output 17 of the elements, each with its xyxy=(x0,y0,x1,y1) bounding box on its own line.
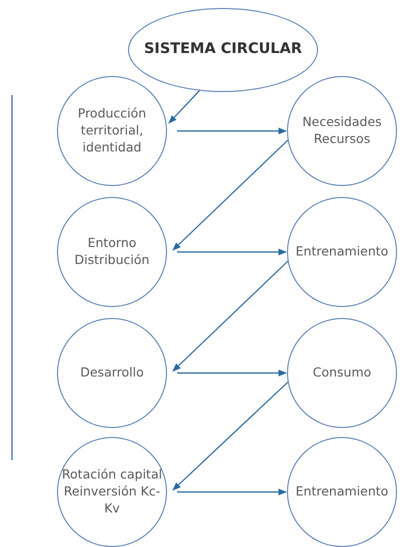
arrow xyxy=(172,382,288,491)
node-label: Desarrollo xyxy=(79,364,145,382)
node-label: Necesidades Recursos xyxy=(301,114,383,148)
node-label: SISTEMA CIRCULAR xyxy=(142,40,304,60)
node-label: Entorno Distribución xyxy=(74,235,150,269)
node-label: Rotación capital Reinversión Kc-Kv xyxy=(60,466,164,518)
arrow xyxy=(168,90,200,124)
arrow xyxy=(177,370,287,376)
node-label: Producción territorial, identidad xyxy=(76,106,148,156)
arrow xyxy=(172,260,288,372)
arrow xyxy=(177,248,287,256)
arrow xyxy=(172,140,288,251)
node-label: Entrenamiento xyxy=(294,244,390,260)
node-label: Consumo xyxy=(312,364,372,382)
arrow xyxy=(177,128,287,134)
arrow xyxy=(177,488,287,496)
node-label: Entrenamiento xyxy=(294,484,390,500)
